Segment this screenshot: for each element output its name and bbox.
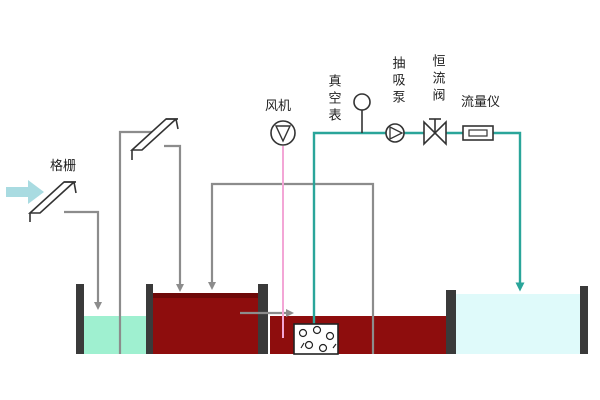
- constant-flow-valve-label: 恒流阀: [430, 54, 446, 105]
- inlet-tank-left-wall: [76, 284, 84, 354]
- membrane-module-icon: [293, 323, 339, 355]
- clear-tank-left-wall: [446, 290, 456, 354]
- anoxic-tank-sludge: [152, 296, 258, 354]
- blower-icon: [270, 120, 296, 146]
- flowmeter-label: 流量仪: [461, 95, 500, 110]
- pressure-gauge-icon: [353, 93, 371, 111]
- grille-label: 格栅: [50, 158, 76, 174]
- clear-water-tank-water: [456, 294, 580, 354]
- lift-pipe-to-upper-grille: [118, 130, 154, 354]
- valve-icon: [423, 118, 447, 146]
- grille-outlet-pipe: [64, 210, 102, 310]
- vacuum-gauge-label: 真空表: [326, 74, 342, 125]
- blower-label: 风机: [265, 99, 291, 114]
- screen-grille-icon: [27, 181, 77, 222]
- pump-icon: [385, 123, 405, 143]
- anoxic-tank-sludge-top: [152, 293, 258, 298]
- suction-pump-label: 抽吸泵: [390, 56, 406, 107]
- permeate-suction-pipe: [312, 131, 525, 326]
- upper-grille-icon: [129, 118, 179, 160]
- clear-tank-right-wall: [580, 286, 588, 354]
- flowmeter-icon: [462, 125, 494, 141]
- anoxic-tank-right-wall: [258, 284, 268, 354]
- upper-grille-outlet-pipe: [164, 144, 184, 292]
- anoxic-tank-left-wall: [146, 284, 153, 354]
- sludge-return-pipe: [208, 182, 375, 354]
- inlet-tank-water: [84, 316, 148, 354]
- inflow-arrow-icon: [6, 180, 44, 204]
